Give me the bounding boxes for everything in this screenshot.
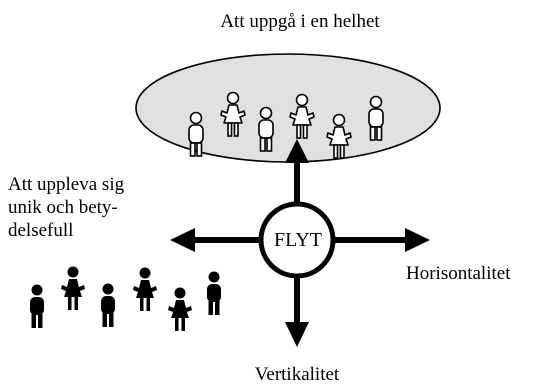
arrow-left-head-icon xyxy=(170,228,195,252)
arrow-up-head-icon xyxy=(285,139,309,163)
right-label: Horisontalitet xyxy=(406,263,511,284)
left-label: Att uppleva sig unik och bety- delsefull xyxy=(8,173,124,242)
flyt-circle xyxy=(258,201,336,279)
axis-arrows xyxy=(170,139,430,347)
individual-person-icon xyxy=(133,267,157,311)
individual-person-icon xyxy=(168,287,192,331)
individual-person-icon xyxy=(30,284,44,328)
individual-person-icon xyxy=(207,271,221,315)
left-label-line-1: Att uppleva sig xyxy=(8,174,125,195)
arrow-down-head-icon xyxy=(285,322,309,347)
left-label-line-2: unik och bety- xyxy=(8,197,118,218)
individual-person-icon xyxy=(101,283,115,327)
bottom-label: Vertikalitet xyxy=(254,364,340,385)
group-ellipse xyxy=(135,53,441,163)
top-label: Att uppgå i en helhet xyxy=(220,11,380,32)
center-label: FLYT xyxy=(274,229,322,251)
left-label-line-3: delsefull xyxy=(8,220,74,241)
individual-person-icon xyxy=(61,266,85,310)
arrow-right-head-icon xyxy=(405,228,430,252)
individual-figures xyxy=(30,266,221,331)
